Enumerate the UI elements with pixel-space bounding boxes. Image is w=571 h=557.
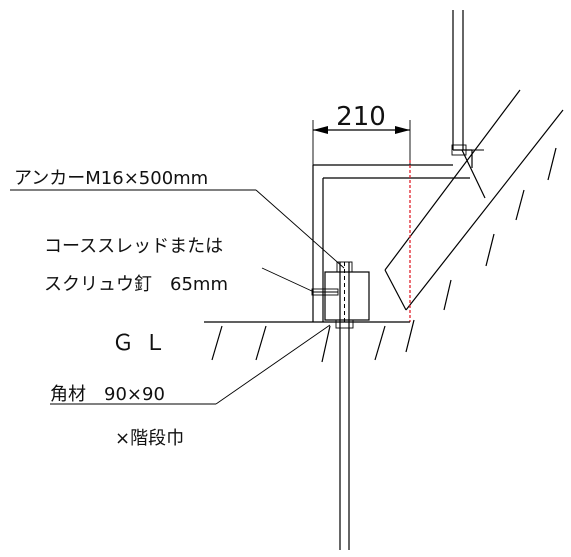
screw-label-line1: コーススレッドまたは [44,236,223,257]
stair-stringer [384,89,564,311]
dimension-210 [312,120,411,165]
screw-leader [261,267,315,293]
lumber-leader [50,324,331,405]
screw-label-line2: スクリュウ釘 65mm [44,274,228,295]
dimension-label: 210 [336,102,386,132]
upper-post [452,10,473,168]
lumber-label-line1: 角材 90×90 [50,384,165,405]
anchor-label: アンカーM16×500mm [14,168,208,189]
ground-label: ＧＬ [112,331,176,356]
lumber-label-line2: ×階段巾 [115,428,184,449]
anchor-bolt [335,261,354,550]
top-nail [451,144,486,199]
lumber-block [324,271,370,321]
footing-block [312,164,470,322]
side-screw [311,288,339,296]
anchor-leader [10,189,345,269]
ground-hatch [211,147,557,363]
